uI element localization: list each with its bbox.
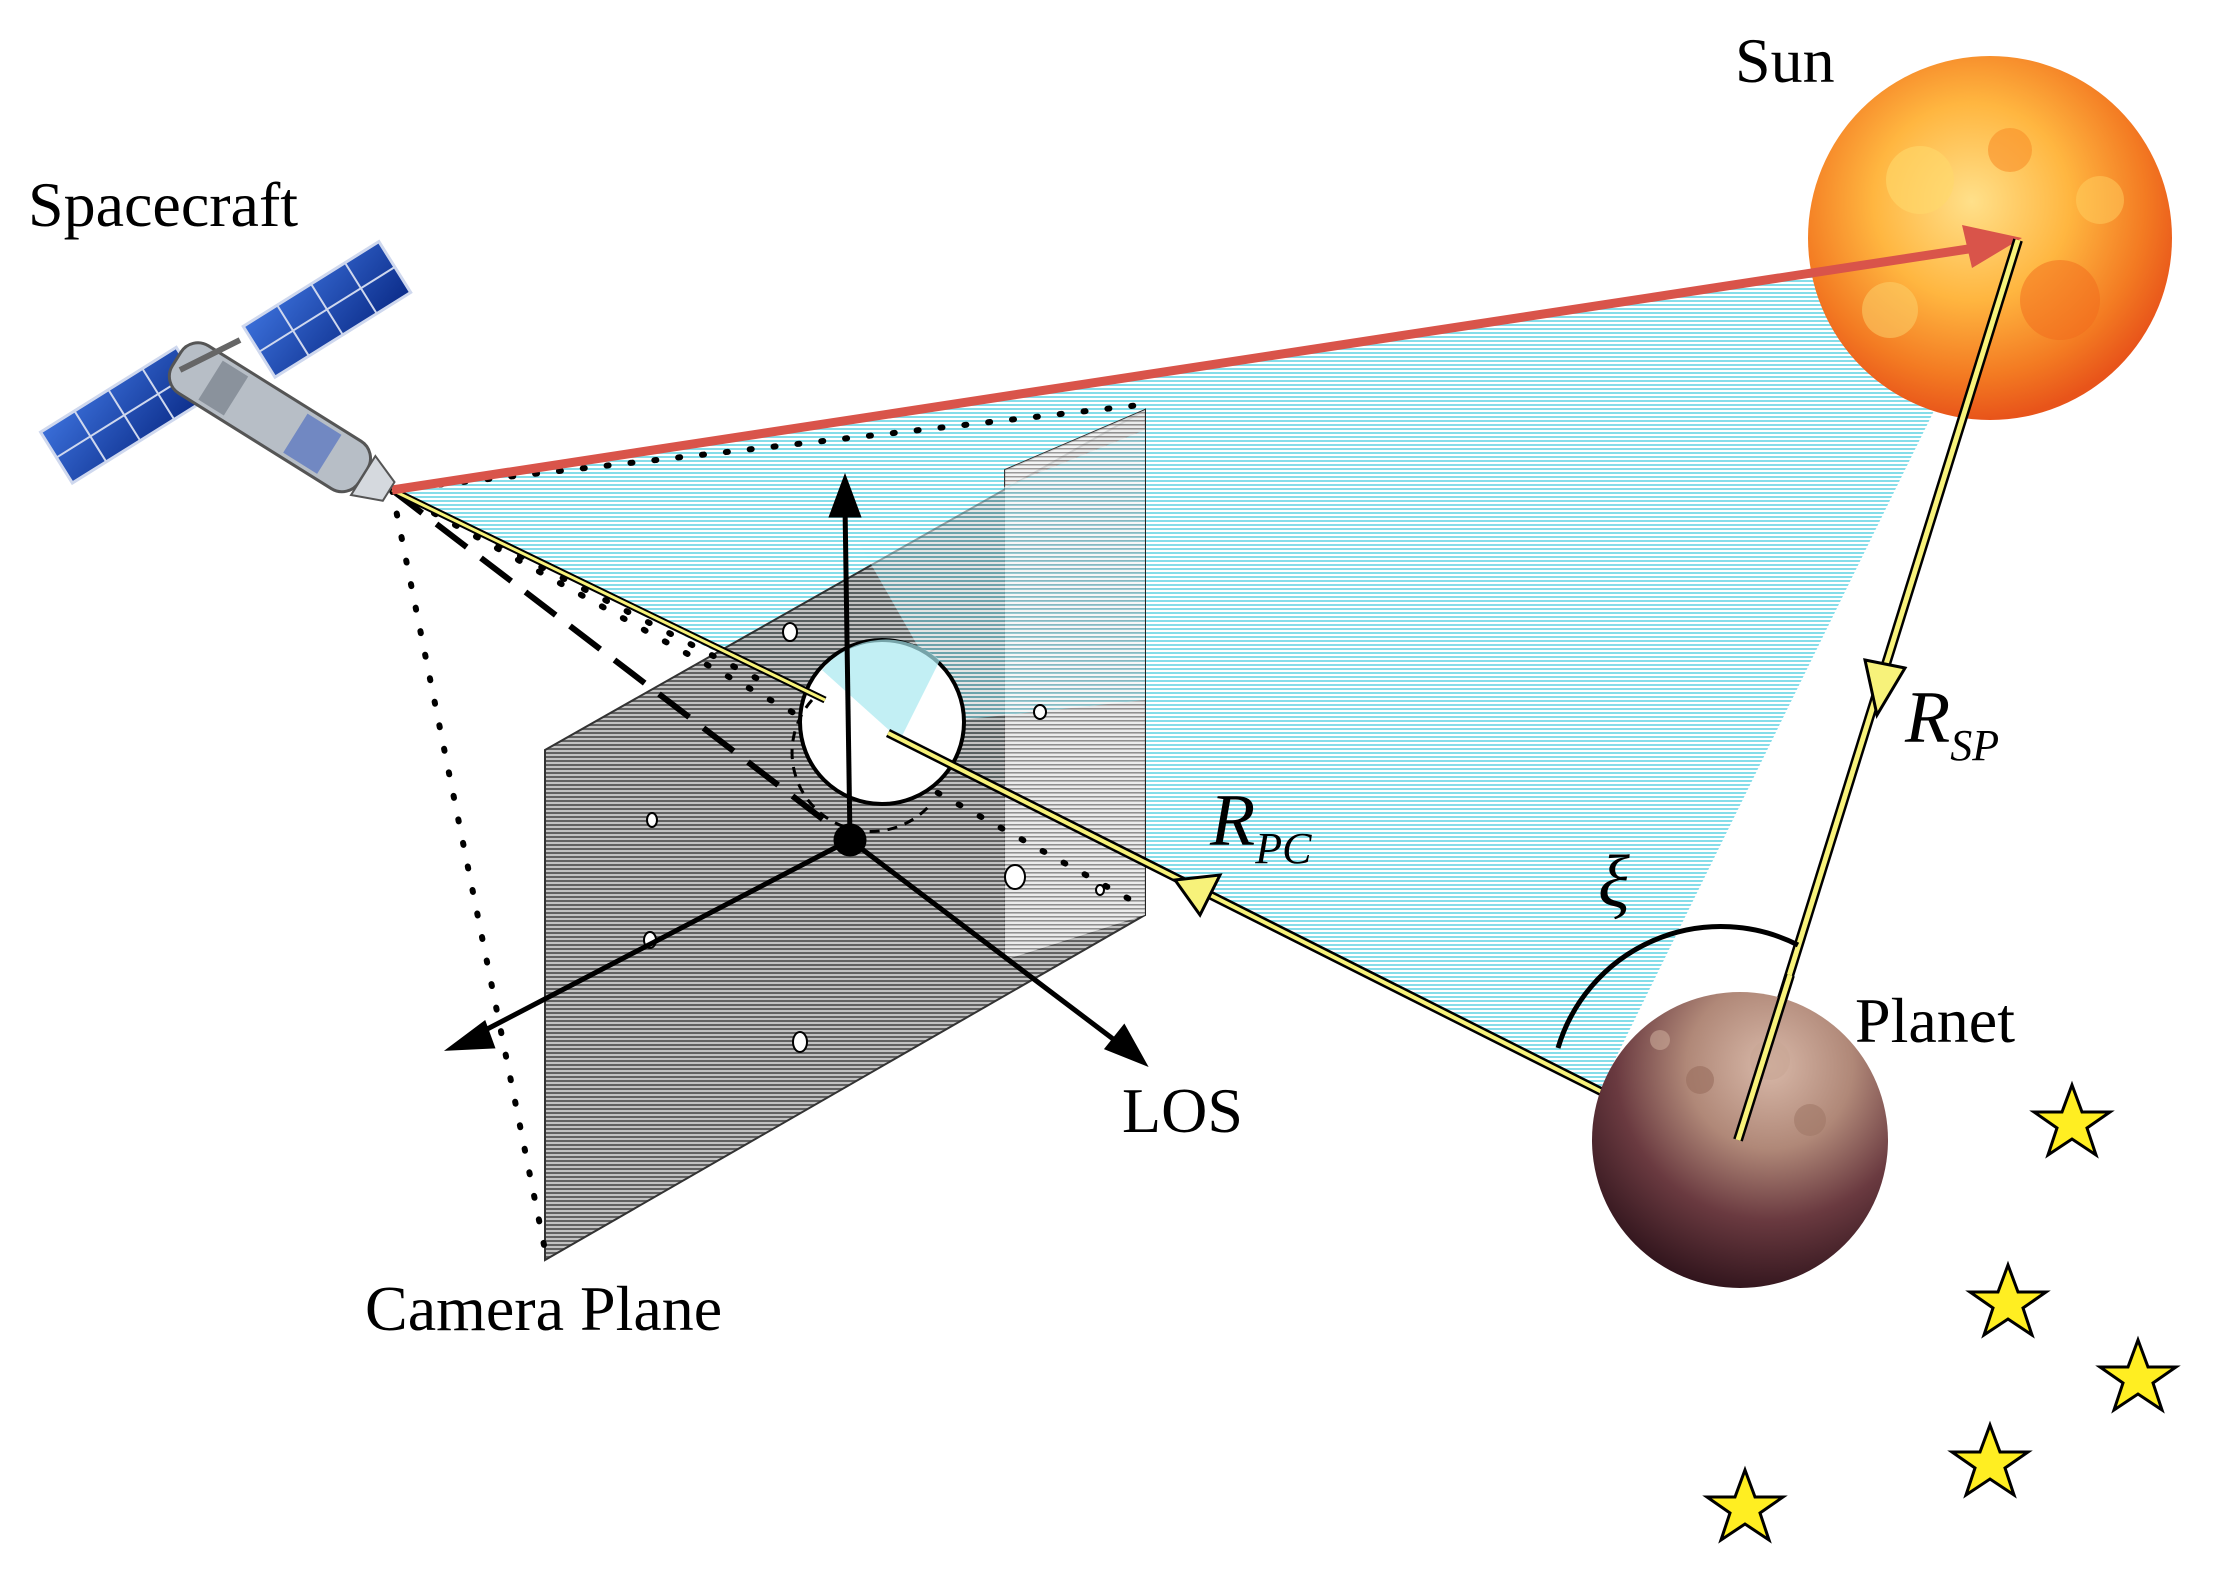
camera-axes bbox=[443, 472, 1149, 1067]
r-pc-subscript: PC bbox=[1254, 824, 1312, 873]
star-icon bbox=[1947, 1420, 2033, 1499]
spacecraft-label: Spacecraft bbox=[28, 169, 298, 240]
r-pc-symbol: R bbox=[1209, 780, 1255, 862]
r-sp-symbol: R bbox=[1904, 677, 1950, 759]
xi-angle-label: ξ bbox=[1598, 841, 1630, 923]
xi-angle-arc bbox=[1555, 924, 1800, 1049]
star-icon bbox=[2095, 1335, 2181, 1414]
satellite-icon bbox=[38, 239, 413, 502]
star-icon bbox=[1702, 1465, 1788, 1544]
plane-marks bbox=[643, 622, 1105, 1053]
r-pc-label: RPC bbox=[1209, 780, 1312, 873]
sight-region bbox=[390, 240, 2018, 1090]
image-circle bbox=[790, 638, 966, 833]
r-sp-vector-end-fill bbox=[1735, 974, 1793, 1141]
sun-label: Sun bbox=[1735, 25, 1835, 96]
r-sp-subscript: SP bbox=[1950, 721, 1999, 770]
spacecraft-los-line-fill bbox=[391, 488, 826, 702]
sun-vector-arrow bbox=[391, 225, 2022, 495]
camera-plane-label: Camera Plane bbox=[365, 1273, 722, 1344]
star-icon bbox=[2029, 1080, 2115, 1159]
stars bbox=[1702, 1080, 2181, 1544]
los-dashed-line bbox=[390, 487, 852, 843]
planet-label: Planet bbox=[1855, 985, 2015, 1056]
camera-plane-overlay bbox=[860, 430, 1145, 720]
los-label: LOS bbox=[1122, 1075, 1243, 1146]
r-pc-vector bbox=[885, 728, 1605, 1097]
star-icon bbox=[1965, 1260, 2051, 1339]
r-sp-label: RSP bbox=[1904, 677, 1999, 770]
